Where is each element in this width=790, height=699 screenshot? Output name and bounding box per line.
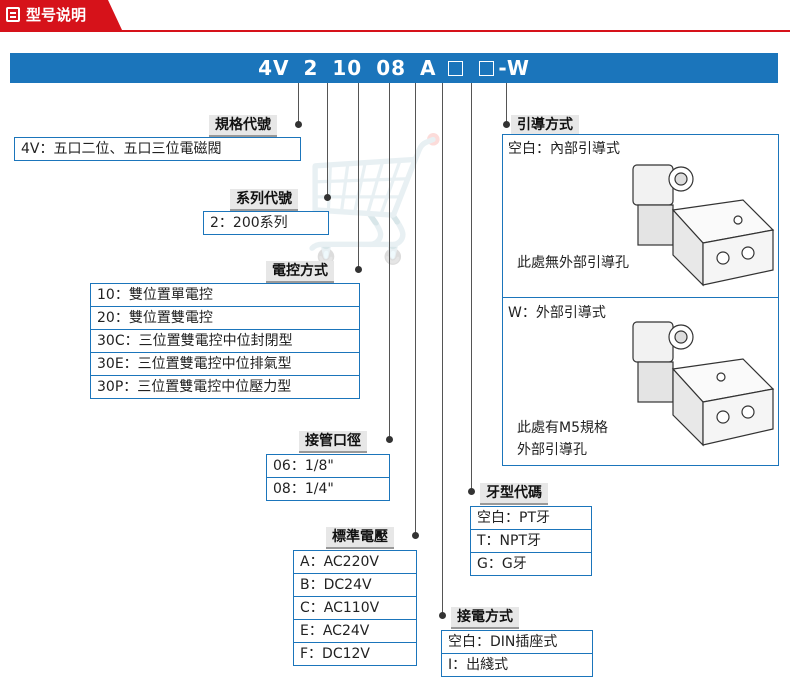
valve-external-drawing (632, 321, 775, 447)
model-part-port: 08 (376, 56, 407, 80)
spec-row: 4V：五口二位、五口三位電磁閥 (21, 141, 222, 157)
spec-box: 4V：五口二位、五口三位電磁閥 (14, 137, 301, 161)
valve-internal-drawing (632, 164, 775, 287)
model-slot-thread (448, 61, 464, 76)
connector-dot (386, 436, 393, 443)
thread-row: T：NPT牙 (471, 530, 591, 553)
model-part-voltage: A (420, 56, 437, 80)
pilot-external-note-2: 外部引導孔 (517, 442, 587, 458)
pilot-internal-note: 此處無外部引導孔 (517, 255, 629, 271)
wiring-row: I：出綫式 (448, 657, 509, 673)
connector-line (442, 83, 443, 617)
section-header-tab (0, 0, 122, 30)
connector-dot (412, 532, 419, 539)
model-part-series: 2 (303, 56, 319, 80)
pilot-label: 引導方式 (511, 115, 579, 137)
connector-dot (295, 121, 302, 128)
thread-label: 牙型代碼 (480, 483, 548, 505)
pilot-internal-text: 空白：內部引導式 (508, 141, 620, 157)
thread-box: 空白：PT牙 T：NPT牙 G：G牙 (470, 506, 592, 576)
port-box: 06：1/8" 08：1/4" (266, 454, 390, 501)
connector-dot (355, 266, 362, 273)
connector-line (298, 83, 299, 125)
document-icon (6, 7, 20, 22)
wiring-row: 空白：DIN插座式 (442, 631, 592, 654)
connector-dot (503, 121, 510, 128)
port-row: 08：1/4" (273, 481, 334, 497)
connector-dot (439, 612, 446, 619)
pilot-external-text: W：外部引導式 (508, 305, 606, 321)
thread-row: 空白：PT牙 (471, 507, 591, 530)
series-label: 系列代號 (230, 189, 298, 211)
control-label: 電控方式 (266, 261, 334, 283)
connector-line (471, 83, 472, 492)
series-box: 2：200系列 (203, 211, 329, 235)
connector-line (327, 83, 328, 198)
port-label: 接管口徑 (299, 431, 367, 453)
voltage-row: F：DC12V (300, 646, 370, 662)
control-row: 30P：三位置雙電控中位壓力型 (97, 379, 292, 395)
voltage-row: B：DC24V (294, 574, 416, 597)
voltage-row: C：AC110V (294, 597, 416, 620)
control-row: 20：雙位置雙電控 (91, 307, 359, 330)
connector-line (506, 83, 507, 125)
header-divider (0, 30, 790, 32)
control-row: 30C：三位置雙電控中位封閉型 (91, 330, 359, 353)
model-part-control: 10 (332, 56, 363, 80)
pilot-divider (503, 297, 778, 298)
model-slot-wiring (479, 61, 495, 76)
series-row: 2：200系列 (210, 215, 288, 231)
model-part-series-type: 4V (258, 56, 290, 80)
spec-label: 規格代號 (209, 115, 277, 137)
voltage-box: A：AC220V B：DC24V C：AC110V E：AC24V F：DC12… (293, 550, 417, 666)
voltage-row: E：AC24V (294, 620, 416, 643)
wiring-label: 接電方式 (451, 607, 519, 629)
pilot-panel: 空白：內部引導式 此處無外部引導孔 W：外部引導式 (502, 134, 779, 466)
connector-line (389, 83, 390, 440)
control-row: 30E：三位置雙電控中位排氣型 (91, 353, 359, 376)
thread-row: G：G牙 (477, 556, 527, 572)
model-part-pilot: -W (498, 56, 530, 80)
control-box: 10：雙位置單電控 20：雙位置雙電控 30C：三位置雙電控中位封閉型 30E：… (90, 283, 360, 399)
pilot-external-note-1: 此處有M5規格 (517, 420, 608, 436)
connector-line (415, 83, 416, 536)
connector-line (358, 83, 359, 270)
model-code-bar: 4V 2 10 08 A -W (10, 53, 778, 83)
connector-dot (468, 488, 475, 495)
watermark-cart-icon: 🛒 (300, 130, 450, 269)
voltage-row: A：AC220V (294, 551, 416, 574)
control-row: 10：雙位置單電控 (91, 284, 359, 307)
port-row: 06：1/8" (267, 455, 389, 478)
voltage-label: 標準電壓 (326, 527, 394, 549)
section-title: 型号说明 (26, 6, 87, 24)
wiring-box: 空白：DIN插座式 I：出綫式 (441, 630, 593, 677)
connector-dot (324, 194, 331, 201)
model-code: 4V 2 10 08 A -W (10, 53, 778, 83)
